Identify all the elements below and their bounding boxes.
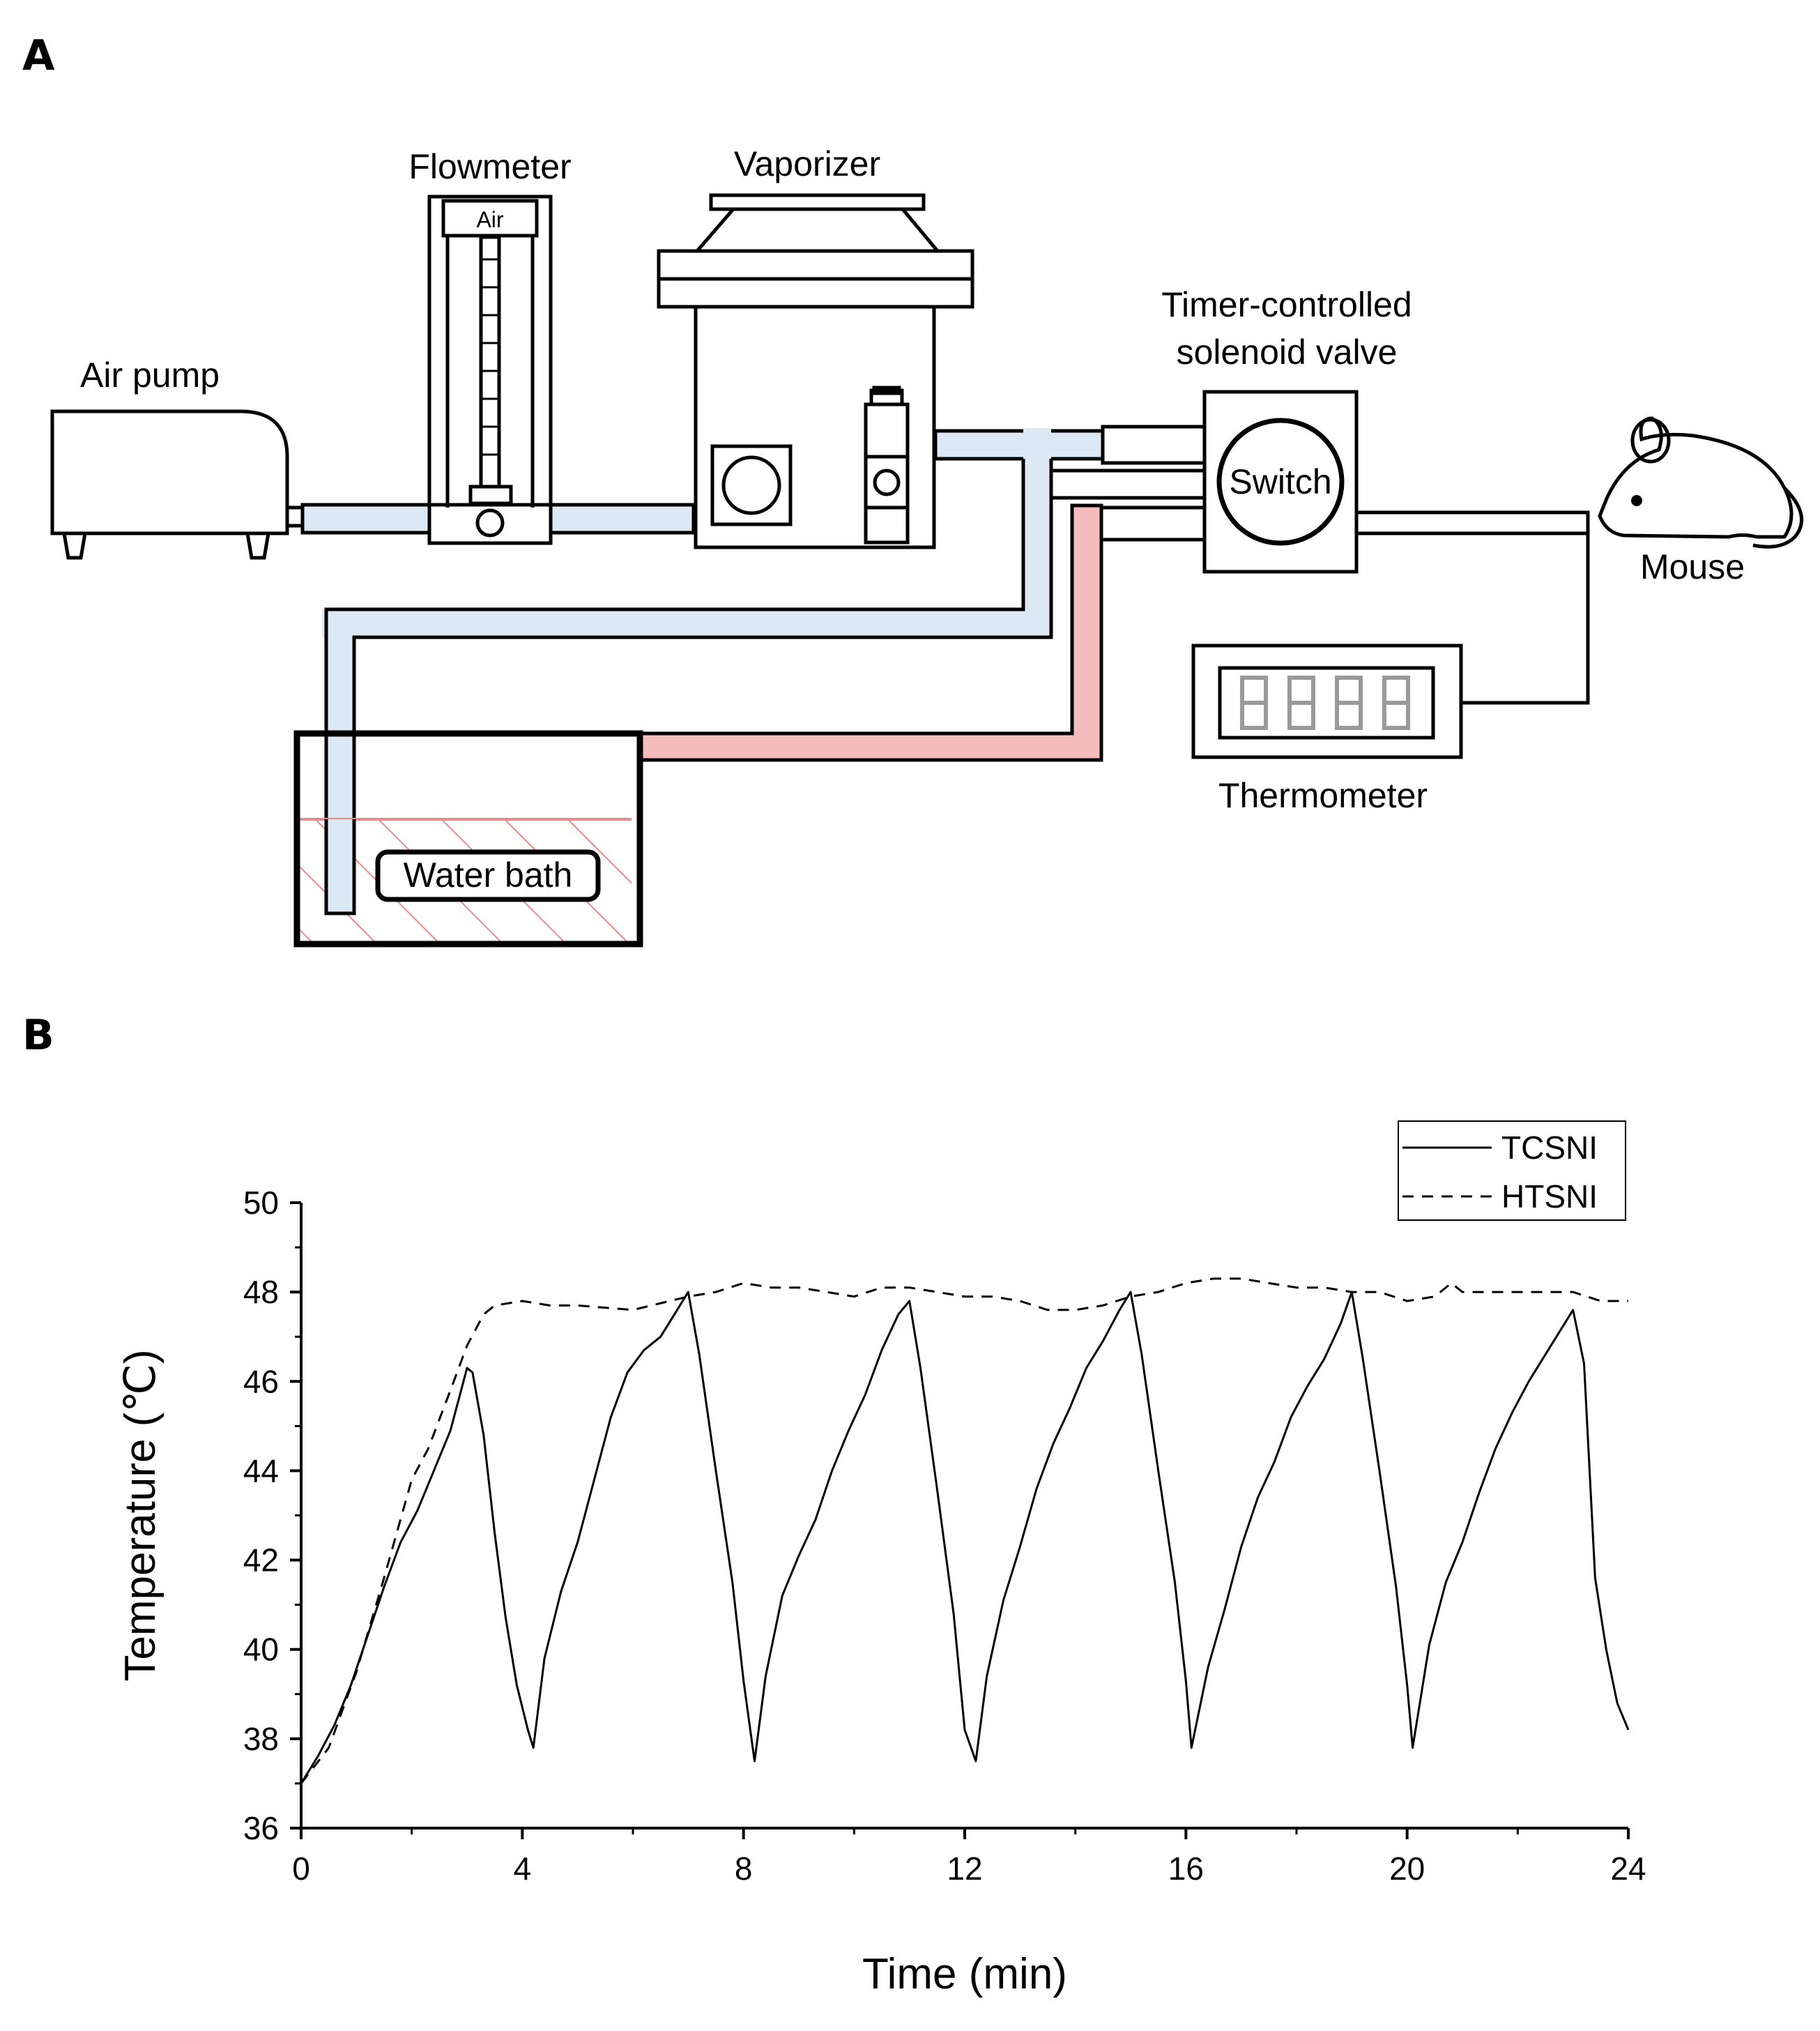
panel-letter-b: B — [22, 1011, 54, 1060]
x-tick-label: 0 — [292, 1850, 310, 1887]
mouse-label: Mouse — [1640, 547, 1745, 586]
series-line-htsni — [300, 1277, 1628, 1784]
series-line-tcsni — [300, 1291, 1630, 1784]
flowmeter-label: Flowmeter — [408, 147, 571, 186]
valve-label-line2: solenoid valve — [1177, 333, 1398, 372]
water-bath-label: Water bath — [404, 855, 573, 895]
thermometer — [1191, 644, 1463, 759]
vaporizer — [657, 193, 974, 549]
thermometer-digits — [1240, 676, 1410, 730]
x-tick-label: 4 — [514, 1850, 532, 1887]
y-tick-label: 36 — [243, 1810, 279, 1846]
y-axis-ticks: 36 38 40 42 44 46 48 50 — [243, 1185, 301, 1846]
legend-box — [1398, 1120, 1626, 1221]
y-tick-label: 46 — [243, 1363, 279, 1399]
x-axis-label: Time (min) — [862, 1950, 1067, 1998]
thermometer-label: Thermometer — [1218, 776, 1428, 815]
air-pump — [50, 409, 305, 560]
y-tick-label: 48 — [243, 1274, 279, 1310]
y-tick-label: 42 — [243, 1542, 279, 1579]
y-tick-label: 40 — [243, 1631, 279, 1668]
panel-letter-a: A — [22, 31, 55, 80]
flowmeter — [427, 195, 553, 545]
y-tick-label: 50 — [243, 1185, 279, 1221]
y-tick-label: 38 — [243, 1721, 279, 1757]
flowmeter-air-tag: Air — [476, 207, 503, 232]
water-bath — [293, 730, 643, 948]
legend-label-htsni: HTSNI — [1501, 1178, 1598, 1215]
x-tick-label: 24 — [1610, 1850, 1646, 1887]
x-tick-label: 12 — [947, 1850, 982, 1887]
heated-tube — [640, 503, 1103, 762]
y-axis-label: Temperature (℃) — [116, 1349, 165, 1681]
legend: TCSNI HTSNI — [1398, 1120, 1626, 1221]
panel-a: A Air pump — [22, 31, 1804, 948]
y-tick-label: 44 — [243, 1452, 279, 1489]
series-group — [300, 1277, 1630, 1784]
legend-label-tcsni: TCSNI — [1501, 1129, 1598, 1166]
vaporizer-label: Vaporizer — [734, 144, 880, 183]
x-tick-label: 16 — [1168, 1850, 1204, 1887]
solenoid-valve — [1202, 390, 1359, 574]
x-axis-ticks: 0 4 8 12 16 20 24 — [292, 1828, 1646, 1887]
x-tick-label: 20 — [1389, 1850, 1425, 1887]
switch-label: Switch — [1229, 462, 1331, 501]
mouse-tube — [1354, 510, 1590, 705]
mouse-icon — [1598, 416, 1804, 549]
valve-label-line1: Timer-controlled — [1161, 285, 1412, 324]
air-pump-label: Air pump — [80, 356, 220, 395]
x-tick-label: 8 — [735, 1850, 753, 1887]
